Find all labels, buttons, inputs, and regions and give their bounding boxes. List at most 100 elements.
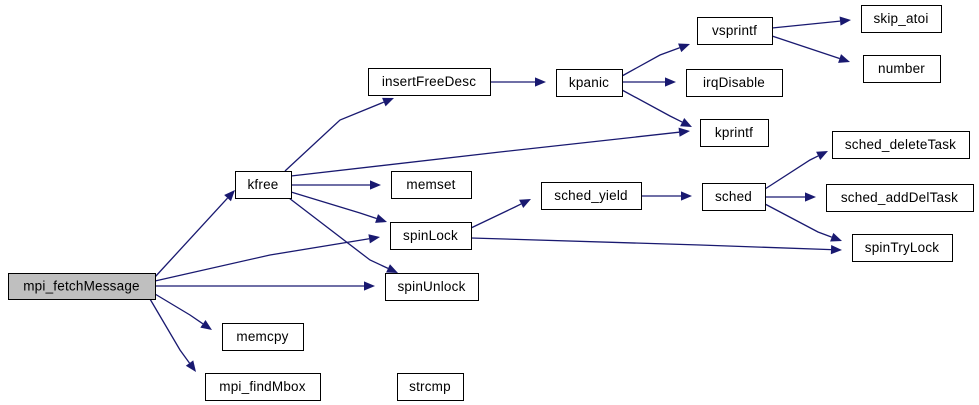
edge-spinLock-to-sched_yield [470, 199, 531, 229]
node-box[interactable] [863, 55, 941, 83]
edge-line [154, 238, 370, 282]
node-label: irqDisable [703, 75, 765, 90]
edge-line [154, 197, 229, 278]
edge-line [621, 89, 683, 123]
edge-kfree-to-kprintf [290, 127, 690, 177]
node-sched[interactable]: sched [702, 183, 766, 211]
node-kpanic[interactable]: kpanic [556, 69, 623, 97]
edge-arrowhead-icon [382, 97, 394, 107]
edge-vsprintf-to-skip_atoi [771, 16, 851, 29]
node-spinLock[interactable]: spinLock [390, 222, 472, 250]
edge-vsprintf-to-number [771, 35, 850, 63]
edge-arrowhead-icon [838, 54, 850, 63]
edge-line [470, 203, 522, 229]
edge-line [290, 131, 680, 177]
edge-arrowhead-icon [665, 77, 676, 87]
node-box[interactable] [556, 69, 623, 97]
node-box[interactable] [397, 373, 464, 401]
node-memcpy[interactable]: memcpy [222, 323, 304, 351]
node-label: spinUnlock [397, 279, 465, 294]
edge-kpanic-to-kprintf [621, 89, 692, 127]
edge-sched-to-sched_addDelTask [765, 192, 816, 202]
node-box[interactable] [368, 68, 491, 96]
edge-arrowhead-icon [364, 281, 375, 291]
node-box[interactable] [697, 17, 773, 45]
edge-line [764, 203, 832, 238]
node-label: sched_yield [554, 188, 628, 203]
nodes-layer: mpi_fetchMessage kfree memcpy mpi_findMbox s… [8, 5, 974, 401]
node-label: kpanic [569, 75, 609, 90]
node-sched_addDelTask[interactable]: sched_addDelTask [826, 184, 974, 212]
node-spinUnlock[interactable]: spinUnlock [385, 273, 479, 301]
edge-line [149, 298, 191, 364]
node-label: memset [406, 177, 455, 192]
node-box[interactable] [832, 131, 970, 159]
node-mpi_fetchMessage[interactable]: mpi_fetchMessage [8, 273, 156, 300]
edge-kpanic-to-irqDisable [622, 77, 676, 87]
edge-kfree-to-spinLock [290, 191, 387, 223]
node-box[interactable] [861, 5, 942, 33]
edge-spinLock-to-spinTryLock [470, 237, 842, 255]
node-box[interactable] [205, 373, 321, 401]
edge-kfree-to-memset [291, 180, 381, 190]
edges-layer [149, 16, 851, 372]
edge-arrowhead-icon [839, 16, 851, 26]
edge-line [290, 191, 377, 220]
edge-kfree-to-spinUnlock [288, 197, 398, 273]
node-box[interactable] [8, 273, 156, 300]
edge-kfree-to-insertFreeDesc [284, 97, 394, 172]
edge-arrowhead-icon [368, 234, 380, 244]
edge-line [764, 155, 819, 190]
node-box[interactable] [686, 69, 783, 97]
edge-arrowhead-icon [830, 245, 842, 255]
node-box[interactable] [385, 273, 479, 301]
node-box[interactable] [391, 171, 472, 199]
node-spinTryLock[interactable]: spinTryLock [852, 234, 953, 262]
node-skip_atoi[interactable]: skip_atoi [861, 5, 942, 33]
node-kfree[interactable]: kfree [235, 171, 292, 199]
edge-mpi_fetchMessage-to-memcpy [154, 293, 212, 330]
edge-line [288, 197, 389, 269]
edge-sched-to-sched_deleteTask [764, 151, 828, 190]
node-label: kprintf [715, 125, 753, 140]
node-kprintf[interactable]: kprintf [700, 119, 769, 147]
edge-arrowhead-icon [678, 127, 690, 137]
node-label: sched_addDelTask [841, 190, 958, 205]
node-memset[interactable]: memset [391, 171, 472, 199]
edge-line [771, 20, 841, 29]
edge-mpi_fetchMessage-to-spinLock [154, 234, 380, 282]
node-box[interactable] [700, 119, 769, 147]
node-box[interactable] [852, 234, 953, 262]
node-vsprintf[interactable]: vsprintf [697, 17, 773, 45]
node-box[interactable] [235, 171, 292, 199]
node-box[interactable] [826, 184, 974, 212]
node-label: skip_atoi [873, 11, 928, 26]
node-mpi_findMbox[interactable]: mpi_findMbox [205, 373, 321, 401]
node-box[interactable] [702, 183, 766, 211]
edge-arrowhead-icon [681, 191, 692, 201]
node-box[interactable] [541, 182, 642, 210]
node-box[interactable] [390, 222, 472, 250]
edge-kpanic-to-vsprintf [621, 43, 690, 77]
node-sched_deleteTask[interactable]: sched_deleteTask [832, 131, 970, 159]
node-insertFreeDesc[interactable]: insertFreeDesc [368, 68, 491, 96]
edge-arrowhead-icon [386, 264, 398, 273]
node-label: spinLock [403, 228, 458, 243]
edge-mpi_fetchMessage-to-spinUnlock [155, 281, 375, 291]
node-label: number [878, 61, 925, 76]
node-number[interactable]: number [863, 55, 941, 83]
node-sched_yield[interactable]: sched_yield [541, 182, 642, 210]
edge-arrowhead-icon [370, 180, 381, 190]
edge-arrowhead-icon [535, 77, 546, 87]
edge-arrowhead-icon [519, 199, 531, 209]
node-label: spinTryLock [865, 240, 940, 255]
node-label: kfree [247, 177, 278, 192]
node-strcmp[interactable]: strcmp [397, 373, 464, 401]
node-label: mpi_findMbox [219, 379, 305, 394]
node-label: insertFreeDesc [382, 74, 476, 89]
node-box[interactable] [222, 323, 304, 351]
edge-arrowhead-icon [830, 232, 842, 242]
node-irqDisable[interactable]: irqDisable [686, 69, 783, 97]
